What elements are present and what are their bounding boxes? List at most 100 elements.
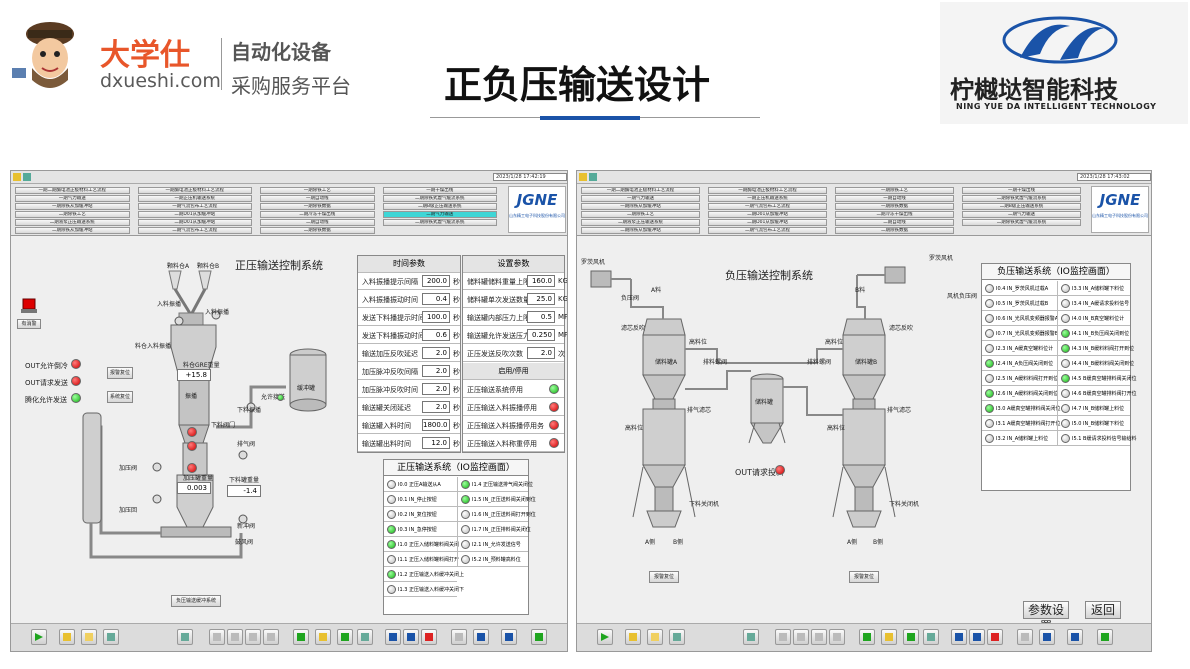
menu-item[interactable]: 二期除铁式虚气缓流系统 [962,219,1081,226]
param-value[interactable]: 0.6 [422,329,450,341]
menu-item[interactable]: 二期气力输送 [382,211,497,218]
menu-item[interactable]: 二期除铁数据 [260,227,375,234]
param-value[interactable]: 160.0 [527,275,555,287]
menu-item[interactable]: 一期气流包布工艺流程 [137,203,252,210]
menu-item[interactable]: 二期D01从加缓冲站 [708,211,827,218]
toolbar-button[interactable] [811,629,827,645]
system-reset-button[interactable]: 系统复位 [107,391,133,403]
menu-item[interactable]: 二期除铁数据 [835,227,954,234]
menu-item[interactable]: 二期除铁从加缓冲站 [15,227,130,234]
toolbar-button[interactable] [597,629,613,645]
alarm-reset-b-button[interactable]: 报警复位 [849,571,879,583]
toolbar-button[interactable] [385,629,401,645]
toolbar-button[interactable] [81,629,97,645]
param-value[interactable]: 1800.0 [422,419,450,431]
menu-item[interactable]: 一期二期酶电池正极材料工艺流程 [581,187,700,194]
enable-row[interactable]: 正压输送入料称重停用 [463,435,564,452]
toolbar-button[interactable] [293,629,309,645]
menu-item[interactable]: 一期酶电池正极材料工艺流程 [137,187,252,194]
menu-item[interactable]: 二期D01从加缓冲站 [137,211,252,218]
menu-item[interactable]: 一期正压机输送系统 [708,195,827,202]
menu-item[interactable]: 一期除铁工艺 [260,187,375,194]
toolbar-button[interactable] [793,629,809,645]
toolbar-button[interactable] [337,629,353,645]
menu-item[interactable]: 二期除铁式虚气缓流系统 [382,219,497,226]
alarm-reset-button[interactable]: 报警复位 [107,367,133,379]
toolbar-button[interactable] [315,629,331,645]
menu-item[interactable]: 一期正压机输送系统 [137,195,252,202]
menu-item[interactable]: 二期液浆正压输送系统 [581,219,700,226]
param-value[interactable]: 12.0 [422,437,450,449]
toolbar-button[interactable] [1017,629,1033,645]
param-value[interactable]: 0.250 [527,329,555,341]
alarm-button[interactable]: 有消警 [17,319,41,329]
menu-item[interactable]: 一期自动线 [260,195,375,202]
toolbar-button[interactable] [177,629,193,645]
toolbar-button[interactable] [421,629,437,645]
param-value[interactable]: 25.0 [527,293,555,305]
param-value[interactable]: 2.0 [422,383,450,395]
menu-item[interactable]: 二期冷冻干燥出线 [835,211,954,218]
toolbar-button[interactable] [227,629,243,645]
menu-item[interactable]: 一期除铁工艺 [835,187,954,194]
toolbar-button[interactable] [245,629,261,645]
toolbar-button[interactable] [531,629,547,645]
menu-item[interactable]: 一期气流包布工艺流程 [708,203,827,210]
enable-row[interactable]: 正压输送入料振播停用 [463,399,564,416]
enable-row[interactable]: 正压输送入料振播停用务 [463,417,564,434]
toolbar-button[interactable] [209,629,225,645]
menu-item[interactable]: 二期冷冻干燥出线 [260,211,375,218]
toolbar-button[interactable] [743,629,759,645]
param-value[interactable]: 2.0 [527,347,555,359]
menu-item[interactable]: 二期除铁式虚气缓流系统 [382,195,497,202]
alarm-reset-a-button[interactable]: 报警复位 [649,571,679,583]
menu-item[interactable]: 二期气力输送 [962,211,1081,218]
toolbar-button[interactable] [1097,629,1113,645]
menu-item[interactable]: 二期除铁工艺 [581,211,700,218]
menu-item[interactable]: 一期气力输送 [581,195,700,202]
menu-item[interactable]: 二期液浆正压输送系统 [15,219,130,226]
params-button[interactable]: 参数设置 [1023,601,1069,633]
toolbar-button[interactable] [881,629,897,645]
toolbar-button[interactable] [263,629,279,645]
menu-item[interactable]: 一期自动线 [835,195,954,202]
param-value[interactable]: 2.0 [422,365,450,377]
toolbar-button[interactable] [625,629,641,645]
param-value[interactable]: 0.5 [527,311,555,323]
toolbar-button[interactable] [59,629,75,645]
toolbar-button[interactable] [31,629,47,645]
menu-item[interactable]: 一期二期酶电池正极材料工艺流程 [15,187,130,194]
toolbar-button[interactable] [1067,629,1083,645]
menu-item[interactable]: 二期除铁从加缓冲站 [581,227,700,234]
toolbar-button[interactable] [923,629,939,645]
menu-item[interactable]: 二期B级正压输送系统 [382,203,497,210]
toolbar-button[interactable] [103,629,119,645]
toolbar-button[interactable] [987,629,1003,645]
toolbar-button[interactable] [357,629,373,645]
back-button[interactable]: 返回 [1085,601,1121,619]
menu-item[interactable]: 一期除铁数据 [835,203,954,210]
menu-item[interactable]: 二期气流包布工艺流程 [708,227,827,234]
toolbar-button[interactable] [829,629,845,645]
buffer-system-button[interactable]: 负压输送缓冲系统 [171,595,221,607]
menu-item[interactable]: 一期干燥出线 [382,187,497,194]
toolbar-button[interactable] [951,629,967,645]
menu-item[interactable]: 二期气流包布工艺流程 [137,227,252,234]
menu-item[interactable]: 二期自动线 [260,219,375,226]
menu-item[interactable]: 二期D01从加缓冲站 [708,219,827,226]
param-value[interactable]: 100.0 [422,311,450,323]
toolbar-button[interactable] [451,629,467,645]
toolbar-button[interactable] [501,629,517,645]
menu-item[interactable]: 一期除铁从加缓冲站 [581,203,700,210]
menu-item[interactable]: 一期酶电池正极材料工艺流程 [708,187,827,194]
menu-item[interactable]: 二期D01从加缓冲站 [137,219,252,226]
param-value[interactable]: 2.0 [422,347,450,359]
param-value[interactable]: 200.0 [422,275,450,287]
menu-item[interactable]: 一期除铁从加缓冲站 [15,203,130,210]
menu-item[interactable]: 二期B级正压输送系统 [962,203,1081,210]
toolbar-button[interactable] [859,629,875,645]
toolbar-button[interactable] [1039,629,1055,645]
toolbar-button[interactable] [775,629,791,645]
param-value[interactable]: 0.4 [422,293,450,305]
toolbar-button[interactable] [669,629,685,645]
